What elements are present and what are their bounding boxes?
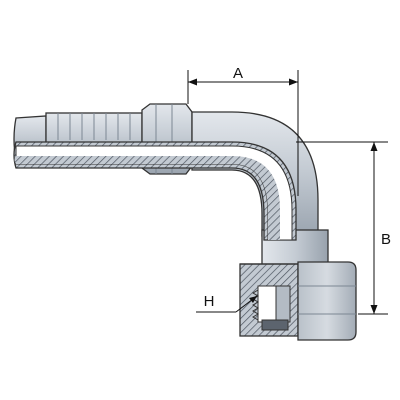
dimension-b-label: B xyxy=(381,231,391,248)
dimension-a xyxy=(187,70,299,196)
dimension-b xyxy=(296,141,388,315)
section-cut xyxy=(13,141,297,241)
swivel-nut xyxy=(239,261,357,341)
leader-h-label: H xyxy=(204,293,215,310)
leader-h xyxy=(196,295,258,313)
dimension-a-label: A xyxy=(233,65,243,82)
